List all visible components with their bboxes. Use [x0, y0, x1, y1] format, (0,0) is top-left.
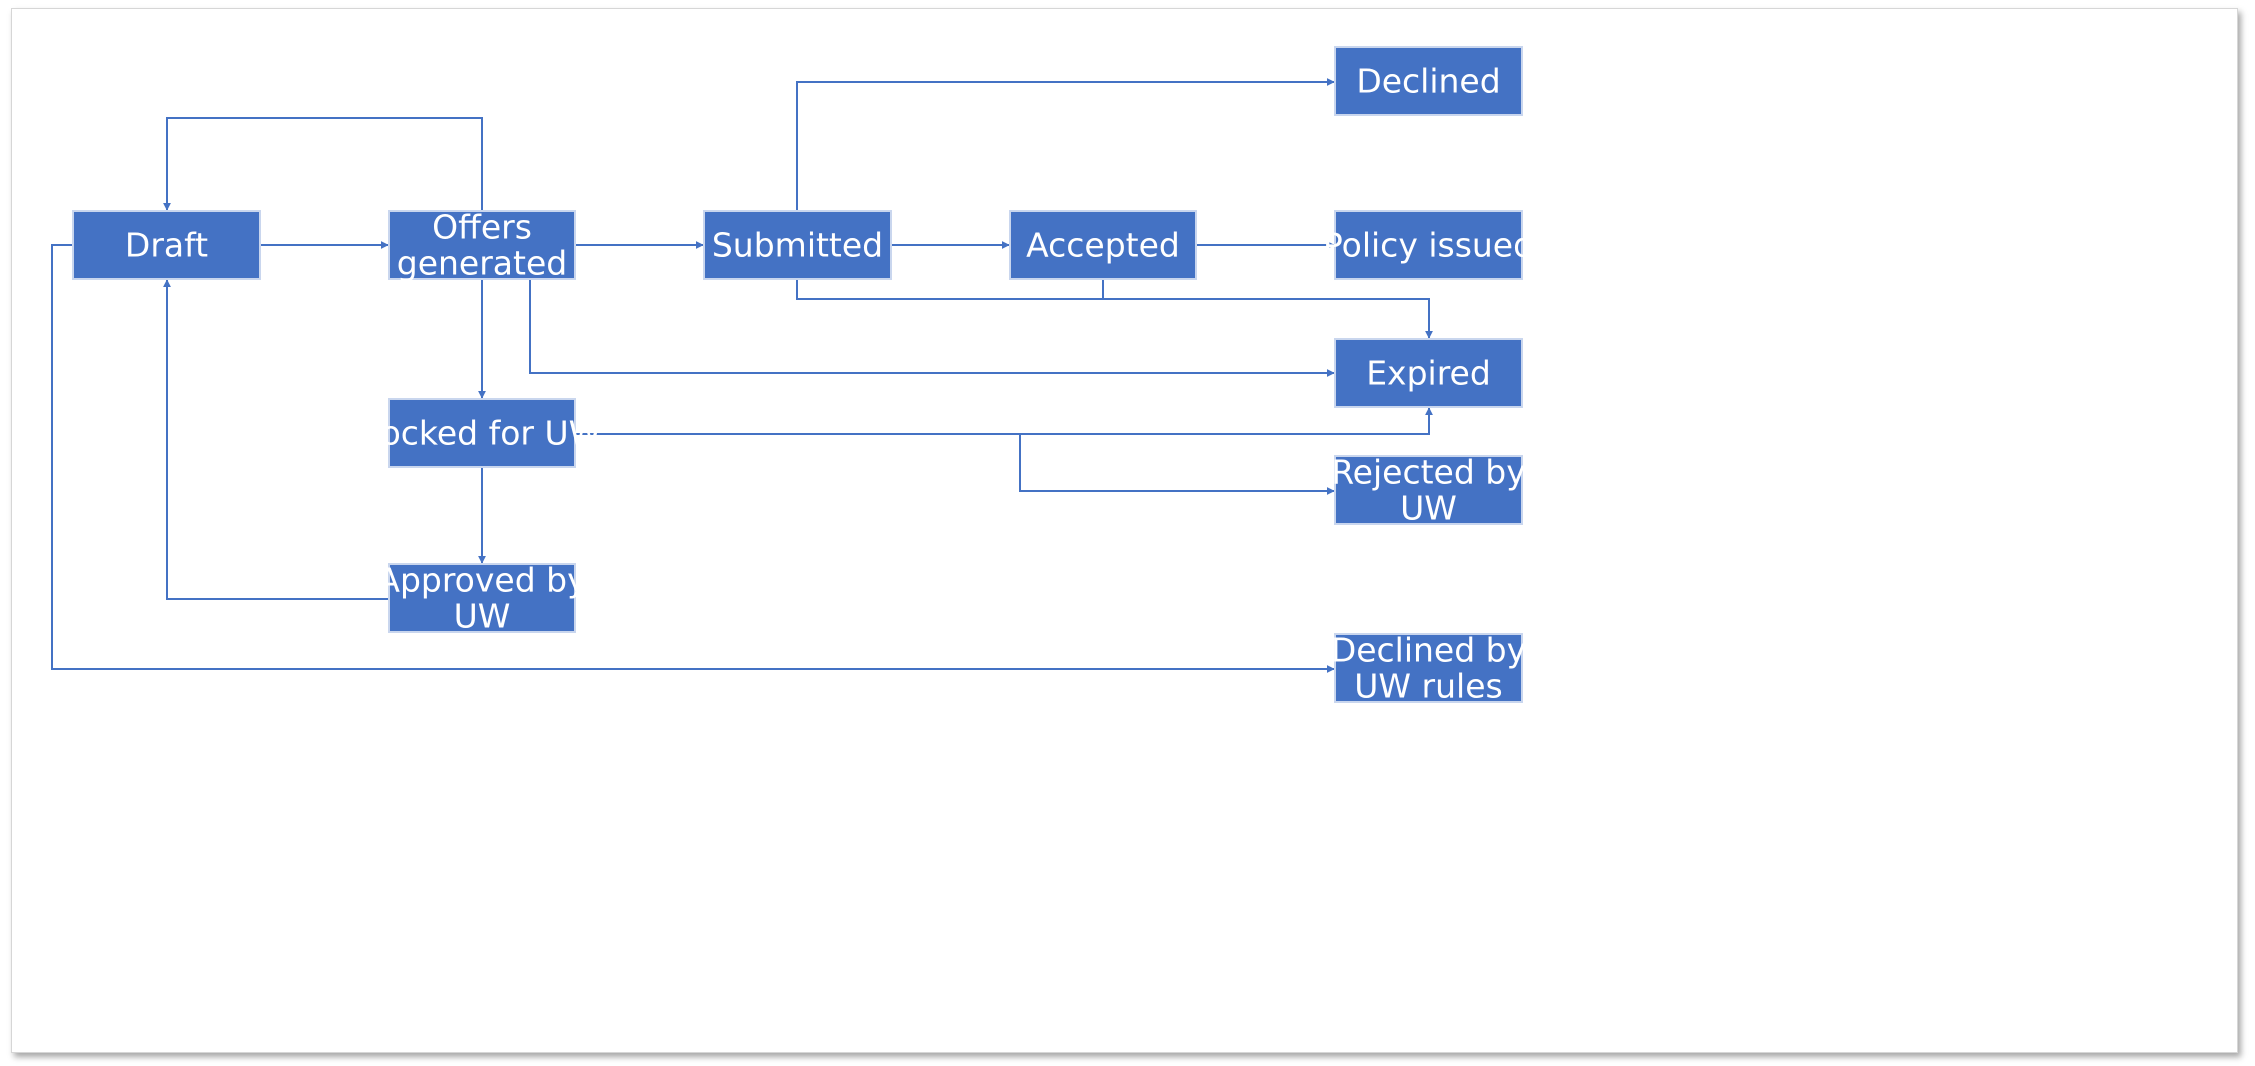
node-label: UW: [454, 597, 511, 636]
node-box: [1334, 210, 1523, 280]
node-declined: Declined: [1334, 46, 1523, 116]
node-box: [388, 398, 576, 468]
node-draft: Draft: [72, 210, 261, 280]
node-expired: Expired: [1334, 338, 1523, 408]
node-label: Locked for UW: [363, 414, 601, 453]
node-label: Declined by: [1331, 631, 1526, 670]
node-label: generated: [397, 244, 567, 283]
node-box: [388, 210, 576, 280]
node-box: [72, 210, 261, 280]
node-label: Offers: [432, 208, 532, 247]
node-label: Approved by: [377, 561, 586, 600]
node-label: UW: [1400, 489, 1457, 528]
edge-offers-to-draft: [163, 117, 483, 211]
edge-draft-to-declined-uw: [51, 244, 1335, 673]
node-label: Rejected by: [1331, 453, 1526, 492]
node-box: [1334, 633, 1523, 703]
node-box: [1334, 455, 1523, 525]
node-label: Declined: [1356, 62, 1500, 101]
node-submitted: Submitted: [703, 210, 892, 280]
node-box: [388, 563, 576, 633]
edge-submitted-to-declined: [796, 78, 1335, 211]
edge-locked-to-rejected: [1019, 434, 1335, 495]
node-policy: Policy issued: [1323, 210, 1534, 280]
node-label: Accepted: [1026, 226, 1180, 265]
node-label: Policy issued: [1323, 226, 1534, 265]
edge-submitted-to-expired: [796, 279, 1433, 339]
edge-approved-to-draft: [163, 279, 389, 600]
node-box: [1009, 210, 1197, 280]
node-box: [703, 210, 892, 280]
node-label: UW rules: [1354, 667, 1502, 706]
node-accepted: Accepted: [1009, 210, 1197, 280]
node-box: [1334, 46, 1523, 116]
edge-locked-to-expired: [575, 407, 1433, 435]
edges-layer: [51, 78, 1433, 673]
node-box: [1334, 338, 1523, 408]
edge-offers-to-expired: [529, 279, 1335, 377]
node-label: Submitted: [712, 226, 883, 265]
node-locked: Locked for UW: [363, 398, 601, 468]
node-label: Draft: [125, 226, 208, 265]
node-label: Expired: [1366, 354, 1491, 393]
